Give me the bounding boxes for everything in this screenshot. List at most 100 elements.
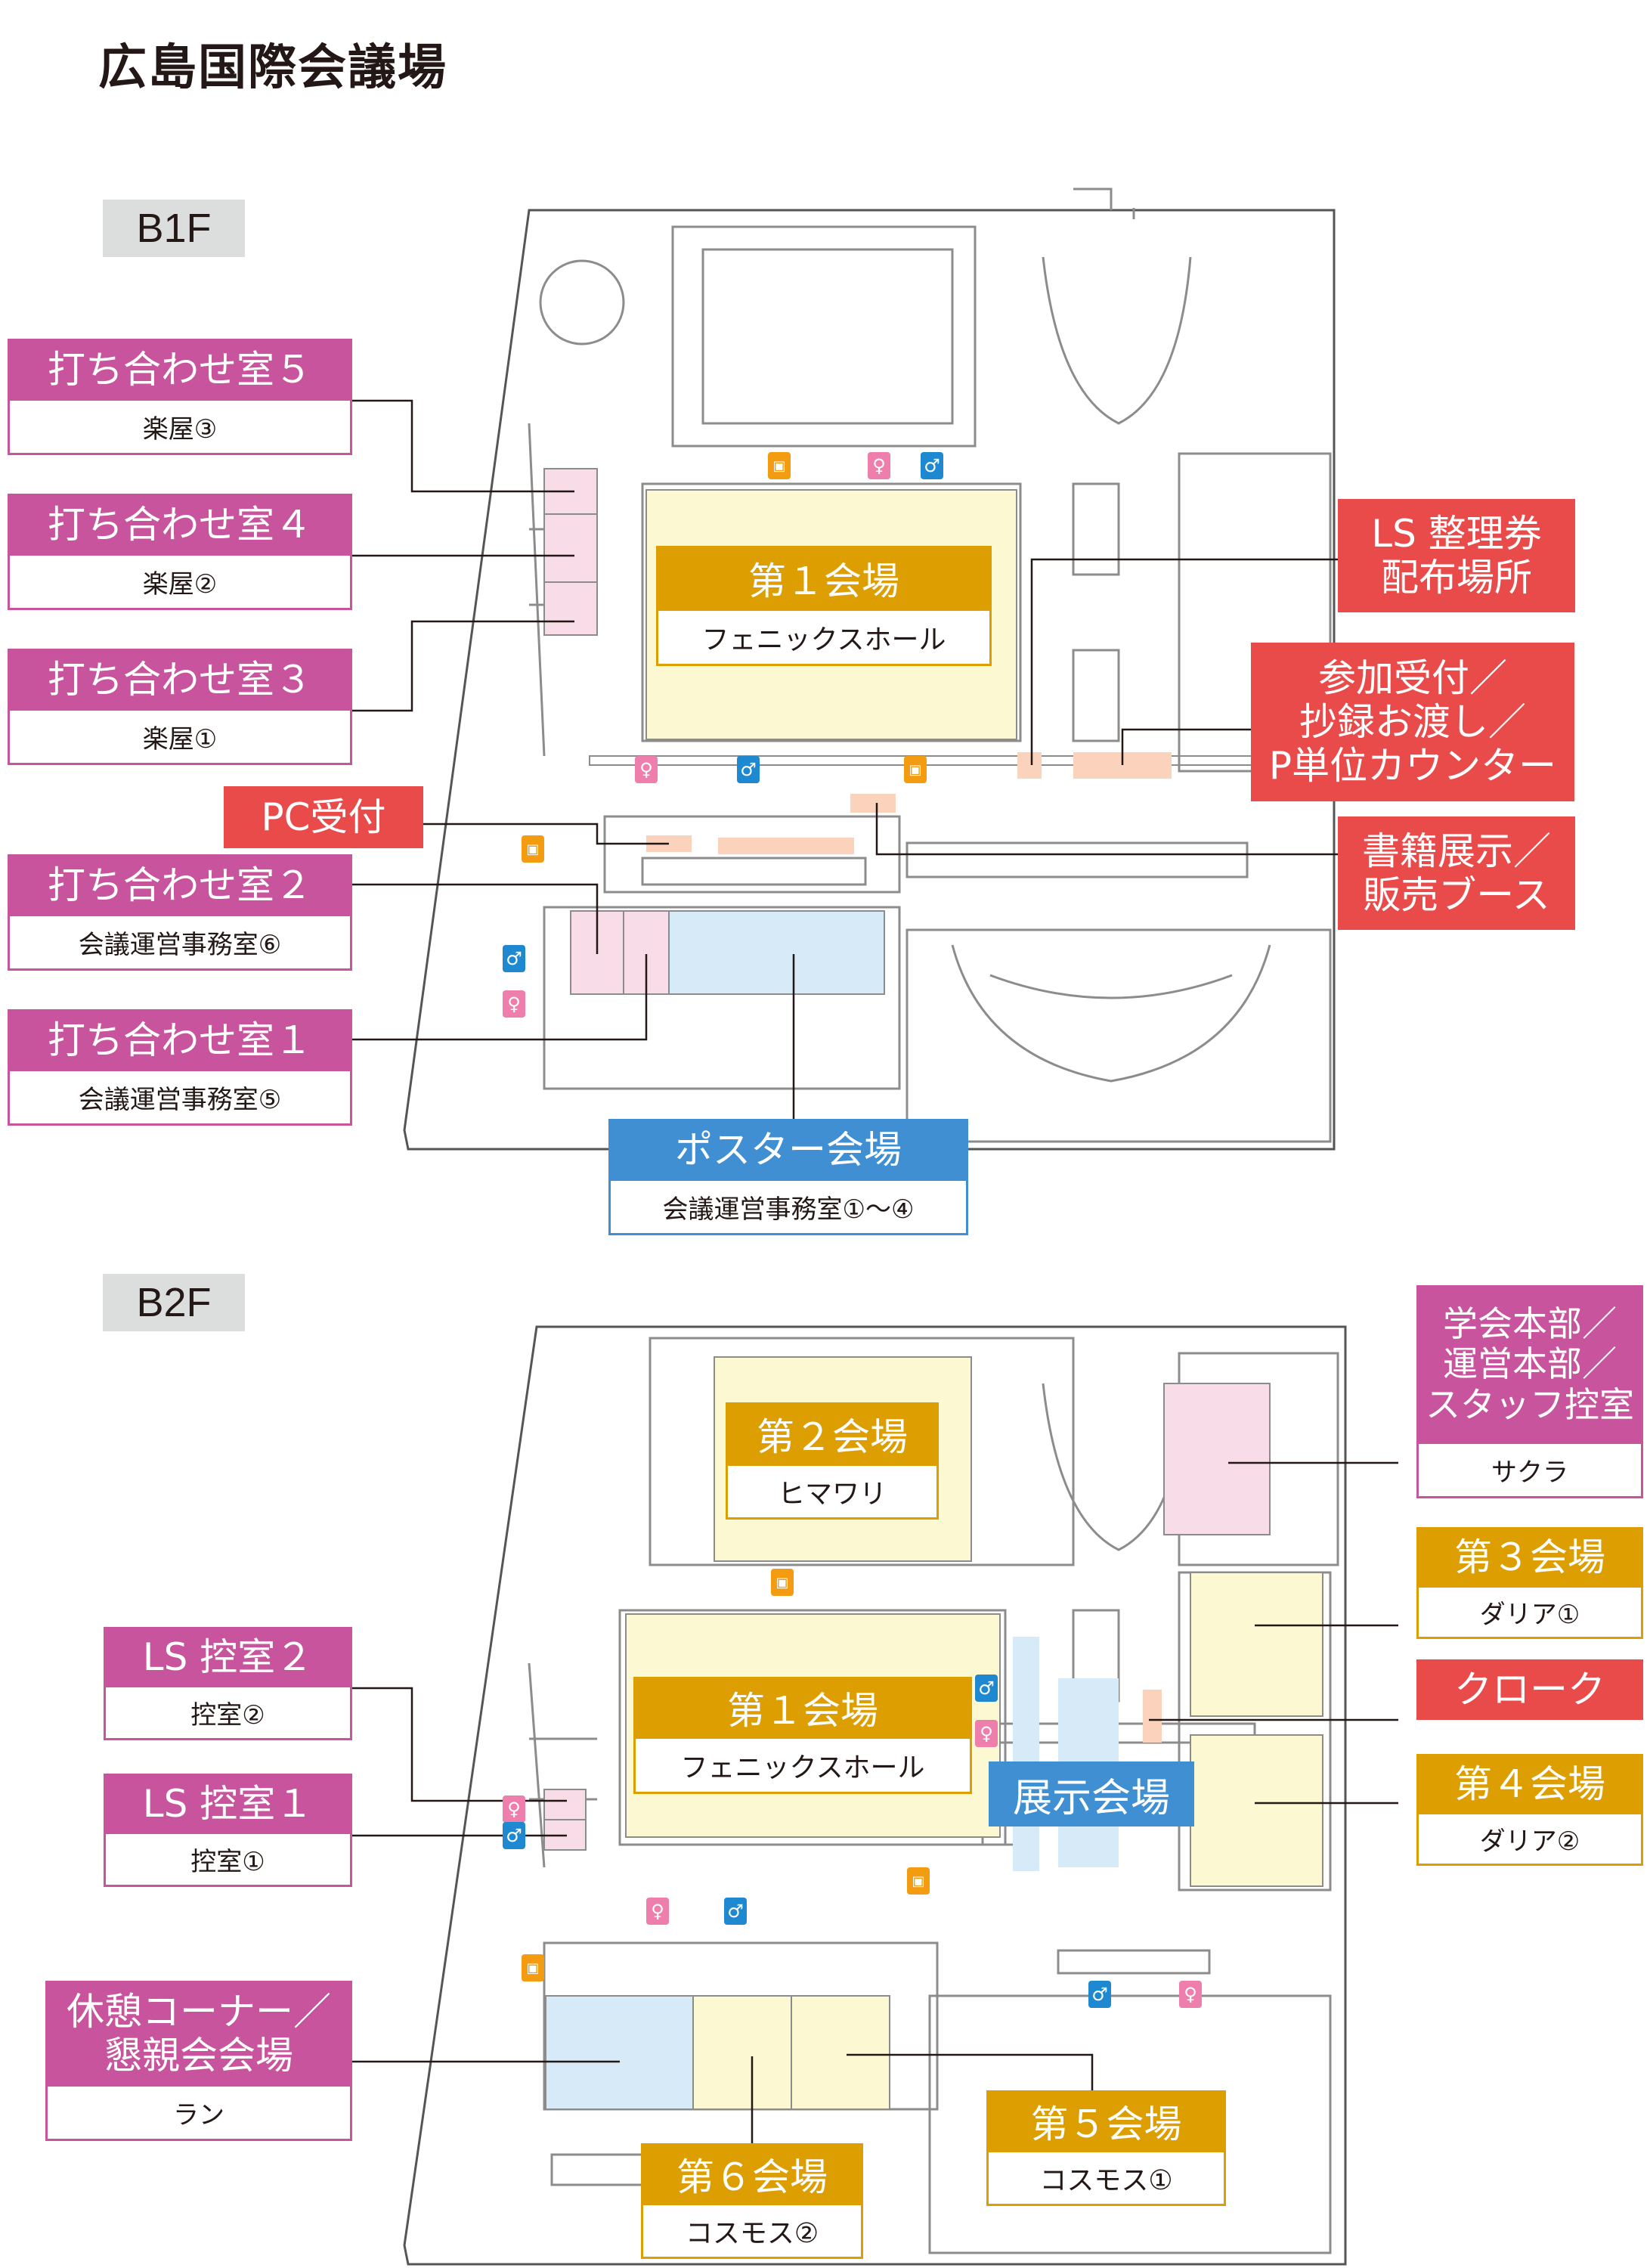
label-poster: ポスター会場 会議運営事務室①～④ xyxy=(608,1119,968,1235)
b1f-plan xyxy=(403,187,1497,1151)
label-room5: 打ち合わせ室５ 楽屋③ xyxy=(8,339,352,455)
label-ls1: LS 控室１ 控室① xyxy=(104,1774,352,1887)
label-cloak: クローク xyxy=(1416,1659,1643,1720)
b2f-hall6-title: 第６会場 xyxy=(641,2143,863,2205)
label-room3: 打ち合わせ室３ 楽屋① xyxy=(8,649,352,765)
women-restroom-icon: ♀ xyxy=(503,990,525,1018)
hq-sub: サクラ xyxy=(1416,1444,1643,1498)
b1f-room4-area xyxy=(543,513,598,583)
venue-b2f-hall6: 第６会場 コスモス② xyxy=(641,2143,863,2259)
nursing-room-icon: ▣ xyxy=(768,452,791,479)
b2f-cloak-desk xyxy=(1143,1690,1162,1743)
ls1-sub: 控室① xyxy=(104,1834,352,1887)
b2f-leader-lines xyxy=(352,1461,1398,2143)
room4-sub: 楽屋② xyxy=(8,556,352,610)
women-restroom-icon: ♀ xyxy=(646,1898,669,1925)
hq-title: 学会本部／ 運営本部／ スタッフ控室 xyxy=(1416,1285,1643,1444)
books-title: 書籍展示／ 販売ブース xyxy=(1338,816,1575,930)
b2f-hall2-title: 第２会場 xyxy=(726,1402,939,1466)
b2f-hall4-area xyxy=(1190,1734,1323,1887)
women-restroom-icon: ♀ xyxy=(868,452,890,479)
women-restroom-icon: ♀ xyxy=(503,1796,525,1823)
cloak-title: クローク xyxy=(1416,1659,1643,1720)
room1-sub: 会議運営事務室⑤ xyxy=(8,1071,352,1126)
b2f-hall3-area xyxy=(1190,1572,1323,1717)
ls2-sub: 控室② xyxy=(104,1687,352,1740)
b2f-hall5-title: 第５会場 xyxy=(986,2090,1226,2152)
label-hq: 学会本部／ 運営本部／ スタッフ控室 サクラ xyxy=(1416,1285,1643,1498)
b1f-room3-area xyxy=(543,581,598,636)
b2f-expo-strip1 xyxy=(1013,1637,1039,1871)
women-restroom-icon: ♀ xyxy=(1179,1981,1202,2008)
ls-ticket-title: LS 整理券 配布場所 xyxy=(1338,499,1575,612)
venue-b2f-hall2: 第２会場 ヒマワリ xyxy=(726,1402,939,1520)
men-restroom-icon: ♂ xyxy=(737,756,760,783)
floor-badge-b1f: B1F xyxy=(103,200,245,257)
label-rest: 休憩コーナー／ 懇親会会場 ラン xyxy=(45,1981,352,2141)
room4-title: 打ち合わせ室４ xyxy=(8,494,352,556)
b1f-round-room xyxy=(539,259,625,345)
men-restroom-icon: ♂ xyxy=(503,945,525,972)
label-room2: 打ち合わせ室２ 会議運営事務室⑥ xyxy=(8,854,352,971)
reception-title: 参加受付／ 抄録お渡し／ P単位カウンター xyxy=(1251,643,1574,801)
men-restroom-icon: ♂ xyxy=(921,452,943,479)
b1f-leader-lines xyxy=(352,399,1338,1119)
hall3-sub: ダリア① xyxy=(1416,1588,1643,1639)
men-restroom-icon: ♂ xyxy=(503,1822,525,1849)
label-room1: 打ち合わせ室１ 会議運営事務室⑤ xyxy=(8,1009,352,1126)
page-title: 広島国際会議場 xyxy=(98,40,447,96)
b2f-hall2-sub: ヒマワリ xyxy=(726,1466,939,1520)
rest-title: 休憩コーナー／ 懇親会会場 xyxy=(45,1981,352,2087)
room3-sub: 楽屋① xyxy=(8,711,352,765)
b1f-poster-area xyxy=(668,910,885,995)
b2f-hall5-area xyxy=(791,1995,890,2110)
room3-title: 打ち合わせ室３ xyxy=(8,649,352,711)
rest-sub: ラン xyxy=(45,2087,352,2141)
b2f-hall1-title: 第１会場 xyxy=(633,1677,972,1739)
nursing-room-icon: ▣ xyxy=(904,756,927,783)
poster-sub: 会議運営事務室①～④ xyxy=(608,1181,968,1235)
label-ls2: LS 控室２ 控室② xyxy=(104,1627,352,1740)
b2f-hall1-sub: フェニックスホール xyxy=(633,1739,972,1794)
b2f-rest-area xyxy=(545,1995,694,2110)
b2f-ls2-area xyxy=(543,1789,587,1820)
label-ls-ticket: LS 整理券 配布場所 xyxy=(1338,499,1575,612)
room5-title: 打ち合わせ室５ xyxy=(8,339,352,401)
men-restroom-icon: ♂ xyxy=(1088,1981,1111,2008)
b2f-expo-title: 展示会場 xyxy=(989,1761,1194,1826)
pc-title: PC受付 xyxy=(224,786,423,848)
nursing-room-icon: ▣ xyxy=(522,835,544,863)
b1f-ls-desk xyxy=(1017,752,1042,779)
b2f-hq-area xyxy=(1163,1383,1271,1535)
b1f-hall1-sub: フェニックスホール xyxy=(656,611,992,666)
b1f-hall1-title: 第１会場 xyxy=(656,546,992,611)
men-restroom-icon: ♂ xyxy=(975,1675,998,1702)
label-hall3: 第３会場 ダリア① xyxy=(1416,1527,1643,1639)
women-restroom-icon: ♀ xyxy=(975,1720,998,1747)
nursing-room-icon: ▣ xyxy=(522,1954,544,1981)
floor-badge-b2f: B2F xyxy=(103,1274,245,1331)
b2f-hall5-sub: コスモス① xyxy=(986,2152,1226,2206)
b1f-books-desk xyxy=(718,838,854,854)
hall4-sub: ダリア② xyxy=(1416,1814,1643,1866)
ls1-title: LS 控室１ xyxy=(104,1774,352,1834)
room2-title: 打ち合わせ室２ xyxy=(8,854,352,916)
venue-b1f-hall1: 第１会場 フェニックスホール xyxy=(656,546,992,666)
ls2-title: LS 控室２ xyxy=(104,1627,352,1687)
label-hall4: 第４会場 ダリア② xyxy=(1416,1754,1643,1866)
nursing-room-icon: ▣ xyxy=(907,1867,930,1895)
women-restroom-icon: ♀ xyxy=(635,756,658,783)
venue-b2f-hall5: 第５会場 コスモス① xyxy=(986,2090,1226,2206)
b2f-outline xyxy=(403,1325,1347,2266)
hall4-title: 第４会場 xyxy=(1416,1754,1643,1814)
b2f-hall6-sub: コスモス② xyxy=(641,2205,863,2259)
men-restroom-icon: ♂ xyxy=(724,1898,747,1925)
b2f-hall6-area xyxy=(692,1995,792,2110)
hall3-title: 第３会場 xyxy=(1416,1527,1643,1588)
room5-sub: 楽屋③ xyxy=(8,401,352,455)
label-room4: 打ち合わせ室４ 楽屋② xyxy=(8,494,352,610)
label-pc: PC受付 xyxy=(224,786,423,848)
room2-sub: 会議運営事務室⑥ xyxy=(8,916,352,971)
room1-title: 打ち合わせ室１ xyxy=(8,1009,352,1071)
nursing-room-icon: ▣ xyxy=(771,1569,794,1596)
